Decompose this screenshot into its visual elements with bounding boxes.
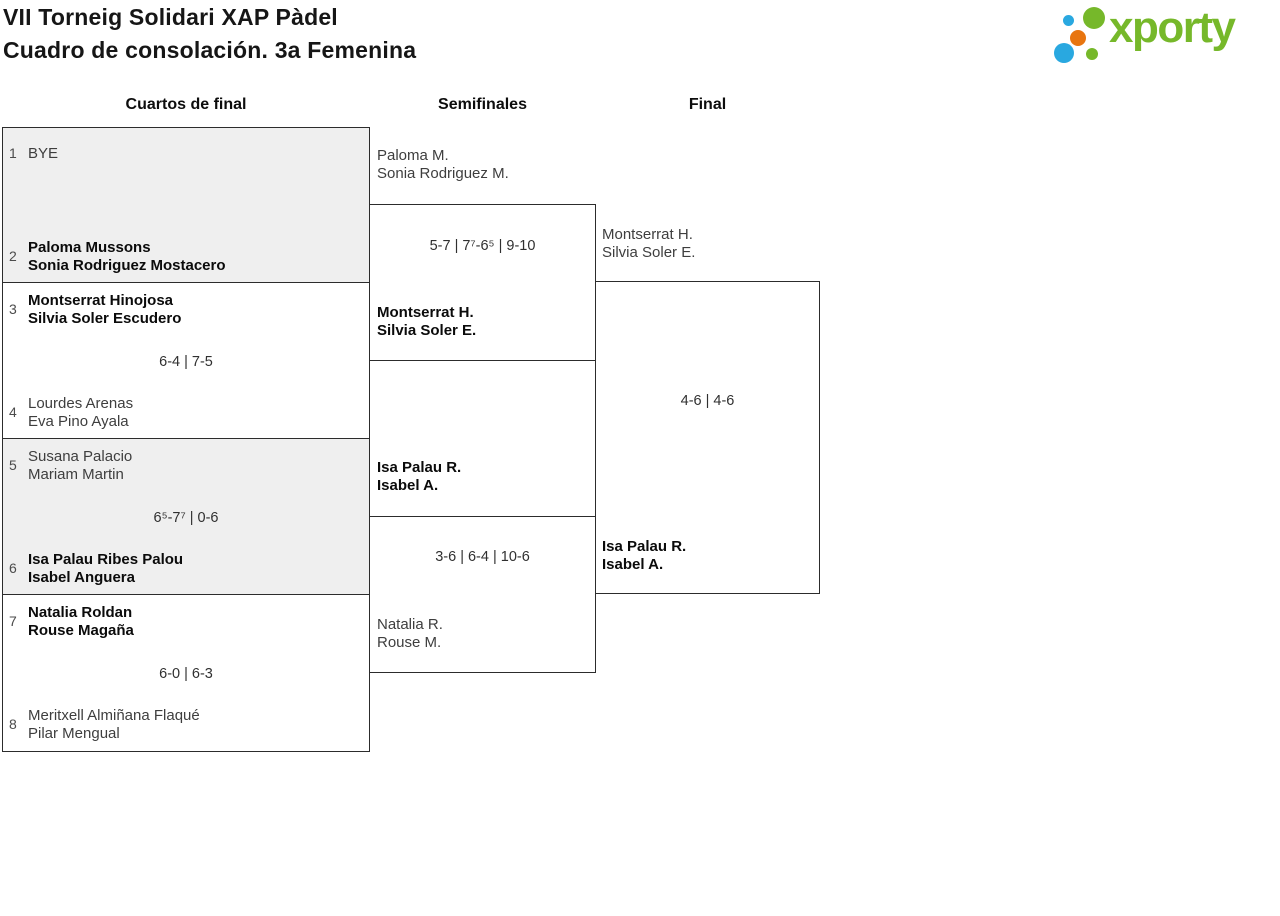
player-name: Eva Pino Ayala xyxy=(28,412,129,430)
player-name: Rouse M. xyxy=(377,633,442,651)
round-header-final: Final xyxy=(688,96,727,113)
player-name: Sonia Rodriguez M. xyxy=(377,164,509,182)
seed-number: 1 xyxy=(9,145,17,161)
player-name: Natalia Roldan xyxy=(28,604,133,621)
logo-dot-blue-large-icon xyxy=(1054,43,1074,63)
team-entry-sf1-top: Paloma M.Sonia Rodriguez M. xyxy=(377,147,509,182)
round-header-cuartos: Cuartos de final xyxy=(125,96,247,113)
player-name: Natalia R. xyxy=(377,616,443,633)
seed-number: 2 xyxy=(9,247,17,264)
team-entry-qf1-top: 1 BYE xyxy=(9,145,58,163)
player-name: Silvia Soler Escudero xyxy=(28,309,182,327)
page-title: VII Torneig Solidari XAP Pàdel xyxy=(3,4,338,30)
team-entry-final-bottom: Isa Palau R.Isabel A. xyxy=(602,538,686,573)
team-entry-sf1-bottom: Montserrat H.Silvia Soler E. xyxy=(377,304,476,339)
player-name: Mariam Martin xyxy=(28,465,124,483)
match-score-qf2: 6-4 | 7-5 xyxy=(159,354,213,370)
player-name: Pilar Mengual xyxy=(28,724,120,742)
player-name: Paloma Mussons xyxy=(28,239,151,256)
player-name: Paloma M. xyxy=(377,147,449,164)
player-name: Isa Palau Ribes Palou xyxy=(28,551,184,568)
xporty-logo[interactable]: xporty xyxy=(1046,3,1278,70)
player-name: Sonia Rodriguez Mostacero xyxy=(28,256,226,274)
round-header-semifinales: Semifinales xyxy=(438,96,527,113)
match-box-qf4 xyxy=(2,594,370,752)
match-score-sf1: 5-7 | 7⁷-6⁵ | 9-10 xyxy=(429,238,536,254)
player-name: Silvia Soler E. xyxy=(377,321,477,339)
team-entry-final-top: Montserrat H.Silvia Soler E. xyxy=(602,226,695,261)
logo-dot-green-small-icon xyxy=(1086,48,1098,60)
match-box-final xyxy=(595,281,820,594)
seed-number: 6 xyxy=(9,559,17,576)
player-name: Isabel Anguera xyxy=(28,568,135,586)
team-entry-sf2-bottom: Natalia R.Rouse M. xyxy=(377,616,443,651)
match-score-qf3: 6⁵-7⁷ | 0-6 xyxy=(153,510,219,526)
player-name: Rouse Magaña xyxy=(28,621,134,639)
player-name: Isa Palau R. xyxy=(377,459,462,476)
player-name: Isabel A. xyxy=(377,476,439,494)
player-name: Lourdes Arenas xyxy=(28,395,134,412)
seed-number: 8 xyxy=(9,715,17,732)
match-score-qf4: 6-0 | 6-3 xyxy=(159,666,213,682)
seed-number: 7 xyxy=(9,612,17,629)
player-name: Isa Palau R. xyxy=(602,538,687,555)
match-box-sf2 xyxy=(369,516,596,673)
page-subtitle: Cuadro de consolación. 3a Femenina xyxy=(3,37,417,63)
seed-number: 3 xyxy=(9,300,17,317)
seed-number: 4 xyxy=(9,403,17,420)
player-name: Isabel A. xyxy=(602,555,664,573)
player-name: Silvia Soler E. xyxy=(602,243,696,261)
logo-dot-orange-icon xyxy=(1070,30,1086,46)
logo-dot-blue-small-icon xyxy=(1063,15,1074,26)
match-box-qf1 xyxy=(2,127,370,283)
match-score-final: 4-6 | 4-6 xyxy=(680,393,735,409)
player-name: Montserrat H. xyxy=(602,226,693,243)
player-name: BYE xyxy=(28,145,59,162)
player-name: Susana Palacio xyxy=(28,448,133,465)
seed-number: 5 xyxy=(9,456,17,473)
player-name: Montserrat H. xyxy=(377,304,474,321)
logo-wordmark: xporty xyxy=(1109,3,1236,52)
logo-dot-green-large-icon xyxy=(1083,7,1105,29)
player-name: Montserrat Hinojosa xyxy=(28,292,174,309)
player-name: Meritxell Almiñana Flaqué xyxy=(28,707,200,724)
match-score-sf2: 3-6 | 6-4 | 10-6 xyxy=(435,549,530,565)
match-box-qf2 xyxy=(2,282,370,439)
team-entry-sf2-top: Isa Palau R.Isabel A. xyxy=(377,459,461,494)
